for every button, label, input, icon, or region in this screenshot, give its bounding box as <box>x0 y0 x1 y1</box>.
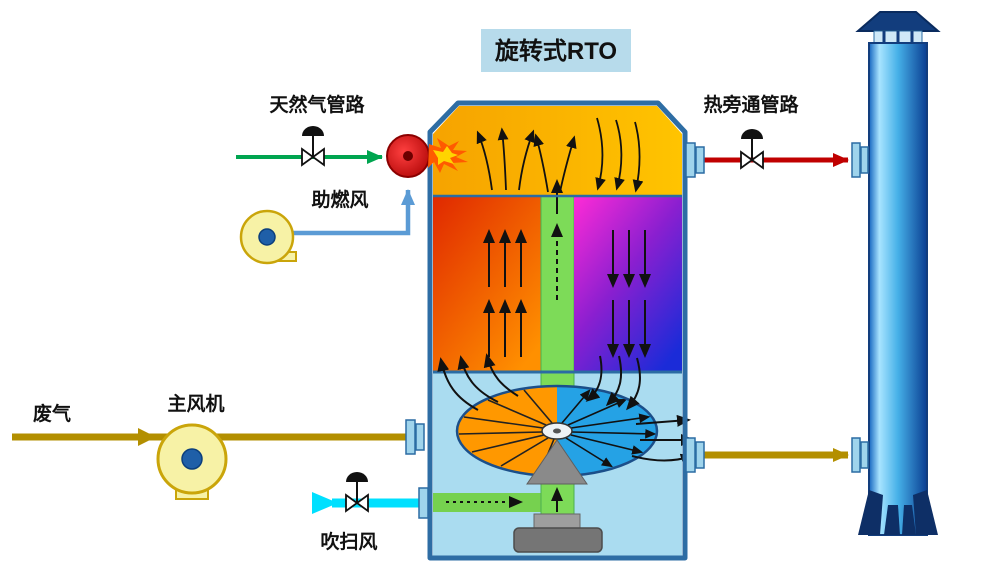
diagram-title-block: 旋转式RTO <box>481 29 631 72</box>
title-background <box>481 29 631 72</box>
combustion-air-pipe <box>284 189 415 236</box>
valve-icon-purge-air <box>345 472 369 513</box>
waste-gas-flow-arrow <box>138 428 156 446</box>
main-fan-label: 主风机 <box>167 393 224 415</box>
flange-stack-inlet <box>851 437 861 473</box>
flange-clean-outlet <box>685 437 696 473</box>
stack-foot-right <box>913 490 938 535</box>
valve-icon-natural-gas <box>301 126 325 167</box>
rotor-left-half <box>457 386 557 476</box>
valve-icon-hot-bypass <box>740 129 764 170</box>
diagram-title: 旋转式RTO <box>494 37 617 65</box>
purge-air-flow-arrow <box>312 492 338 514</box>
burner-icon <box>386 134 430 178</box>
main-fan-icon <box>156 423 228 500</box>
rto-vessel <box>427 100 695 561</box>
flame-icon <box>428 138 468 173</box>
exhaust-stack <box>855 11 941 536</box>
rotor-cone <box>526 439 588 485</box>
waste-gas-label: 废气 <box>33 402 71 425</box>
pedestal-base <box>513 527 603 553</box>
flange-purge-inlet <box>418 487 429 519</box>
purge-air-label: 吹扫风 <box>320 530 377 553</box>
stack-foot-left <box>858 490 883 535</box>
flange-waste-inlet <box>405 419 416 455</box>
rotor-spokes-left <box>458 389 555 474</box>
stack-cap <box>855 11 941 32</box>
natural-gas-label: 天然气管路 <box>269 93 365 116</box>
right-bed-down-arrows <box>607 230 651 358</box>
hot-bypass-label: 热旁通管路 <box>703 93 799 116</box>
flange-stack-bypass <box>851 142 861 178</box>
flange-bypass-outlet <box>685 142 696 178</box>
header-flow-arrows <box>476 117 644 193</box>
rotor-spokes-right <box>561 389 657 468</box>
combustion-air-label: 助燃风 <box>311 188 368 211</box>
vessel-shell-outline <box>427 100 688 561</box>
left-bed-up-arrows <box>483 229 527 357</box>
flanges <box>405 142 869 519</box>
hot-bed-left-section <box>433 196 541 372</box>
stack-column <box>868 42 928 536</box>
combustion-air-fan-icon <box>239 209 297 265</box>
